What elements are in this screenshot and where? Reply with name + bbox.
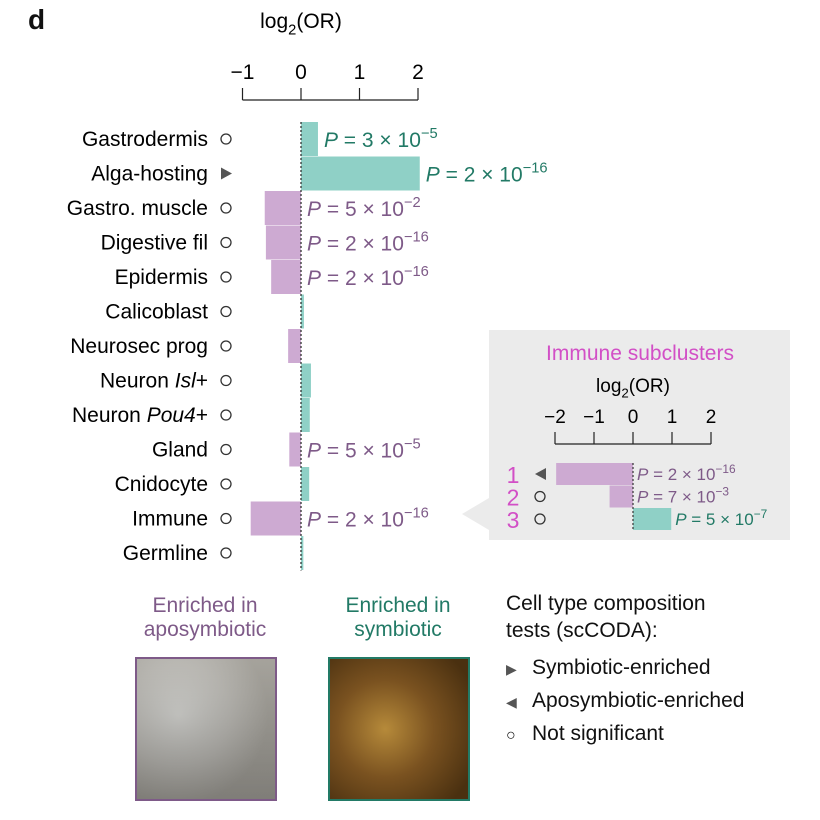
left-triangle-icon xyxy=(535,468,546,480)
p-value-label: P = 2 × 10−16 xyxy=(426,161,548,187)
axis-title: log2(OR) xyxy=(596,376,670,401)
apo-caption: Enriched in aposymbiotic xyxy=(120,594,290,642)
legend: Cell type composition tests (scCODA): ▶ S… xyxy=(506,590,744,752)
bar xyxy=(301,398,310,432)
p-value-label: P = 2 × 10−16 xyxy=(307,230,429,256)
legend-title-1: Cell type composition xyxy=(506,592,706,615)
legend-item-symbiotic: ▶ Symbiotic-enriched xyxy=(506,652,744,685)
bar xyxy=(556,463,633,485)
category-label: Gastro. muscle xyxy=(67,197,208,220)
x-tick-label: 1 xyxy=(354,61,366,84)
bar xyxy=(289,432,301,467)
category-label: Neurosec prog xyxy=(70,335,208,358)
axis-title: log2(OR) xyxy=(260,10,342,38)
circle-icon xyxy=(534,513,546,525)
legend-label: Symbiotic-enriched xyxy=(532,656,711,679)
apo-caption-line2: aposymbiotic xyxy=(143,618,267,641)
bar xyxy=(301,536,304,570)
p-value-label: P = 7 × 10−3 xyxy=(637,484,729,506)
category-label: Alga-hosting xyxy=(91,163,208,186)
right-triangle-icon xyxy=(221,167,232,180)
bar xyxy=(264,191,301,225)
inset-background xyxy=(462,330,790,540)
circle-icon xyxy=(220,547,232,559)
x-tick-label: 0 xyxy=(628,407,639,428)
subcluster-label: 2 xyxy=(507,485,520,511)
x-tick-label: 2 xyxy=(412,61,424,84)
circle-icon xyxy=(534,490,546,503)
subcluster-label: 3 xyxy=(507,507,520,533)
category-label: Germline xyxy=(123,542,208,565)
bar xyxy=(301,467,310,501)
p-value-label: P = 5 × 10−5 xyxy=(307,437,421,463)
bar xyxy=(250,501,301,536)
circle-icon xyxy=(220,478,232,490)
category-label: Neuron Pou4+ xyxy=(72,404,208,427)
bar xyxy=(265,225,301,260)
x-tick-label: −1 xyxy=(583,407,605,428)
p-value-label: P = 2 × 10−16 xyxy=(307,506,429,532)
inset-title: Immune subclusters xyxy=(546,342,734,365)
symbiotic-photo xyxy=(328,657,470,801)
legend-label: Aposymbiotic-enriched xyxy=(532,689,745,712)
category-label: Cnidocyte xyxy=(115,473,208,496)
p-value-label: P = 2 × 10−16 xyxy=(307,264,429,290)
category-label: Immune xyxy=(132,508,208,531)
bar xyxy=(301,122,318,156)
p-value-label: P = 3 × 10−5 xyxy=(324,126,438,152)
x-tick-label: 2 xyxy=(706,407,717,428)
left-triangle-icon: ◀ xyxy=(506,694,517,710)
sym-caption: Enriched in symbiotic xyxy=(313,594,483,642)
category-label: Digestive fil xyxy=(101,232,208,255)
category-label: Gland xyxy=(152,439,208,462)
circle-icon xyxy=(220,340,232,352)
circle-icon: ○ xyxy=(506,727,516,744)
circle-icon xyxy=(220,133,232,145)
circle-icon xyxy=(220,236,232,249)
bar xyxy=(301,294,304,329)
x-tick-label: −1 xyxy=(231,61,255,84)
circle-icon xyxy=(220,271,232,283)
subcluster-label: 1 xyxy=(507,462,520,488)
apo-caption-line1: Enriched in xyxy=(152,594,258,617)
circle-icon xyxy=(220,443,232,456)
category-label: Epidermis xyxy=(115,266,208,289)
bar xyxy=(609,485,633,508)
circle-icon xyxy=(220,202,232,214)
legend-item-not-significant: ○ Not significant xyxy=(506,718,744,752)
bar xyxy=(288,329,301,363)
circle-icon xyxy=(220,409,232,421)
legend-item-aposymbiotic: ◀ Aposymbiotic-enriched xyxy=(506,685,744,718)
bar xyxy=(301,363,311,398)
x-tick-label: −2 xyxy=(544,407,566,428)
circle-icon xyxy=(220,512,232,525)
panel-letter: d xyxy=(28,4,46,35)
bar xyxy=(271,260,301,294)
bar xyxy=(301,156,420,191)
p-value-label: P = 5 × 10−2 xyxy=(307,195,421,221)
legend-title-2: tests (scCODA): xyxy=(506,619,658,642)
legend-label: Not significant xyxy=(532,722,664,745)
sym-caption-line2: symbiotic xyxy=(354,618,442,641)
x-tick-label: 1 xyxy=(667,407,678,428)
category-label: Calicoblast xyxy=(105,301,208,324)
category-label: Gastrodermis xyxy=(82,128,208,151)
aposymbiotic-photo xyxy=(135,657,277,801)
sym-caption-line1: Enriched in xyxy=(345,594,451,617)
p-value-label: P = 5 × 10−7 xyxy=(675,507,767,529)
category-label: Neuron Isl+ xyxy=(100,370,208,393)
bar xyxy=(633,508,672,530)
right-triangle-icon: ▶ xyxy=(506,661,517,677)
p-value-label: P = 2 × 10−16 xyxy=(637,462,736,484)
circle-icon xyxy=(220,374,232,387)
x-tick-label: 0 xyxy=(295,61,307,84)
circle-icon xyxy=(220,305,232,318)
